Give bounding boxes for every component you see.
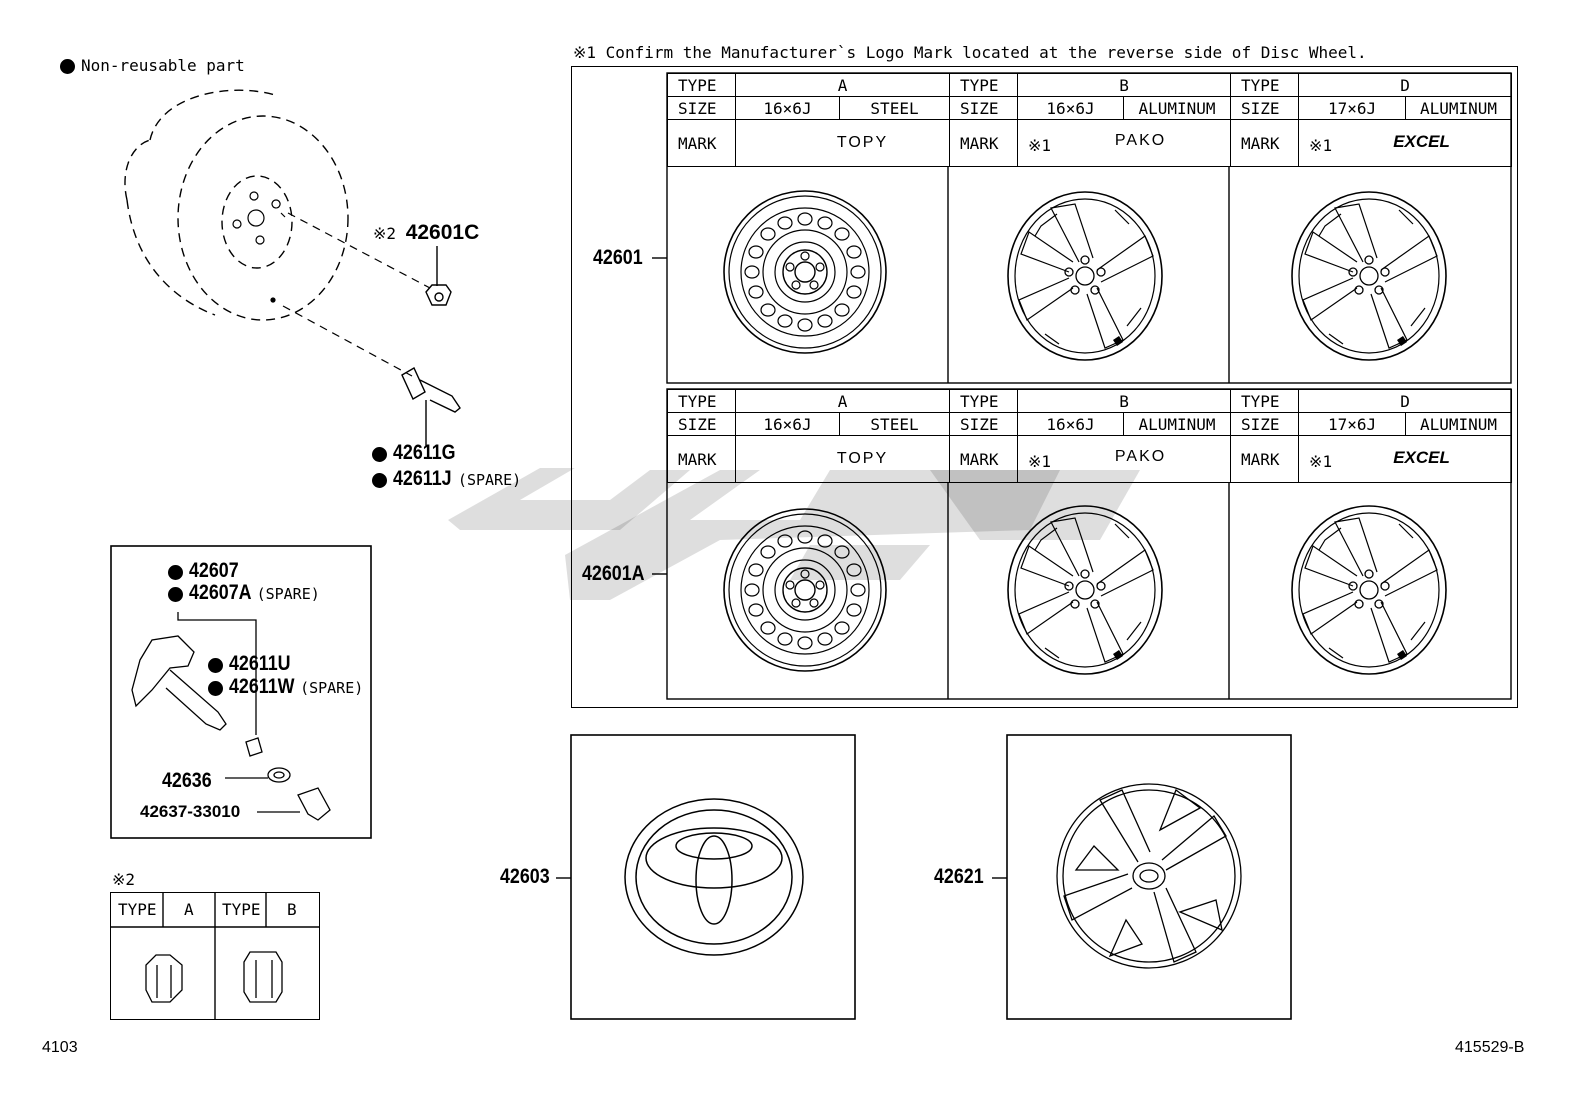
callout-42636[interactable]: 42636	[162, 769, 212, 792]
wheel-spec-header-upper: TYPE A TYPE B TYPE D SIZE 16×6J STEEL SI…	[667, 73, 1513, 167]
type-b: B	[1017, 389, 1232, 413]
callout-42611g[interactable]: 42611G	[372, 442, 467, 463]
mark-label: MARK	[949, 435, 1019, 483]
steel-wheel-a-upper	[723, 190, 887, 354]
type-a: A	[734, 389, 951, 413]
tpms-sensor-icon	[131, 612, 331, 821]
nut-type-label-a: TYPE	[118, 900, 157, 919]
tpms-box	[110, 545, 372, 839]
mark-excel: EXCEL	[1393, 447, 1450, 467]
nut-type-b-icon	[243, 951, 283, 1003]
filled-dot-icon	[372, 447, 387, 462]
mark-label: MARK	[949, 119, 1019, 167]
valve-stem-icon	[401, 367, 461, 447]
size-a: 16×6J	[735, 412, 840, 436]
type-label: TYPE	[949, 73, 1019, 97]
size-d: 17×6J	[1298, 412, 1407, 436]
callout-42601[interactable]: 42601	[593, 246, 643, 269]
callout-42601a[interactable]: 42601A	[582, 562, 645, 585]
alloy-wheel-d-lower	[1291, 505, 1447, 675]
callout-42611u[interactable]: 42611U	[208, 653, 301, 674]
size-a: 16×6J	[735, 96, 840, 120]
footer-page-code: 4103	[42, 1039, 78, 1056]
alloy-wheel-d-upper	[1291, 191, 1447, 361]
callout-42611w[interactable]: 42611W(SPARE)	[208, 676, 363, 697]
callout-42601c[interactable]: ※2 42601C	[373, 221, 480, 244]
filled-dot-icon	[60, 59, 75, 74]
wheel-cap-icon	[1056, 783, 1242, 969]
filled-dot-icon	[208, 658, 223, 673]
filled-dot-icon	[372, 473, 387, 488]
mark-label: MARK	[1230, 119, 1300, 167]
callout-42621[interactable]: 42621	[934, 865, 984, 888]
wheel-table-frame	[571, 66, 1518, 708]
material-a: STEEL	[838, 412, 951, 436]
callout-42637-33010[interactable]: 42637-33010	[140, 802, 241, 821]
wheel-hub-holes	[232, 191, 286, 303]
leader-valve	[282, 305, 413, 377]
nut-type-label-b: TYPE	[222, 900, 261, 919]
type-label: TYPE	[949, 389, 1019, 413]
wheel-table-grid	[652, 72, 1512, 700]
material-d: ALUMINUM	[1405, 96, 1513, 120]
nut-table-note: ※2	[112, 870, 136, 889]
watermark-logo	[448, 468, 1140, 600]
filled-dot-icon	[208, 681, 223, 696]
mark-label: MARK	[667, 119, 736, 167]
alloy-wheel-b-upper	[1007, 191, 1163, 361]
footer-illustration-code: 415529-B	[1455, 1039, 1525, 1056]
size-label: SIZE	[949, 96, 1019, 120]
size-label: SIZE	[1230, 412, 1300, 436]
nut-type-a: A	[184, 900, 194, 919]
callout-42607a[interactable]: 42607A(SPARE)	[168, 582, 320, 603]
mark-excel: EXCEL	[1393, 131, 1450, 151]
material-a: STEEL	[838, 96, 951, 120]
mark-topy: TOPY	[734, 435, 951, 483]
filled-dot-icon	[168, 565, 183, 580]
type-label: TYPE	[667, 73, 736, 97]
mark-pako: PAKO	[1114, 131, 1167, 149]
callout-42603[interactable]: 42603	[500, 865, 550, 888]
hub-nut-icon	[425, 246, 452, 306]
nut-table-grid	[110, 892, 320, 1020]
mark-topy: TOPY	[734, 119, 951, 167]
wheel-cap-box	[1006, 734, 1292, 1020]
size-label: SIZE	[949, 412, 1019, 436]
tire-dashed-outline	[124, 89, 349, 321]
wheel-spec-header-lower: TYPE A TYPE B TYPE D SIZE 16×6J STEEL SI…	[667, 389, 1513, 483]
ornament-box	[570, 734, 856, 1020]
filled-dot-icon	[168, 587, 183, 602]
callout-42607[interactable]: 42607	[168, 560, 247, 581]
material-b: ALUMINUM	[1123, 96, 1232, 120]
legend-non-reusable: Non-reusable part	[60, 58, 245, 74]
type-label: TYPE	[667, 389, 736, 413]
mark-label: MARK	[667, 435, 736, 483]
size-b: 16×6J	[1017, 412, 1125, 436]
mark-pako: PAKO	[1114, 447, 1167, 465]
toyota-emblem-icon	[624, 798, 804, 956]
leader-nut	[287, 212, 431, 289]
nut-type-a-icon	[145, 954, 183, 1003]
logo-mark-note: ※1 Confirm the Manufacturer`s Logo Mark …	[573, 43, 1367, 62]
nut-type-b: B	[287, 900, 297, 919]
callout-42611j[interactable]: 42611J(SPARE)	[372, 468, 521, 489]
size-d: 17×6J	[1298, 96, 1407, 120]
type-d: D	[1298, 389, 1513, 413]
mark-label: MARK	[1230, 435, 1300, 483]
